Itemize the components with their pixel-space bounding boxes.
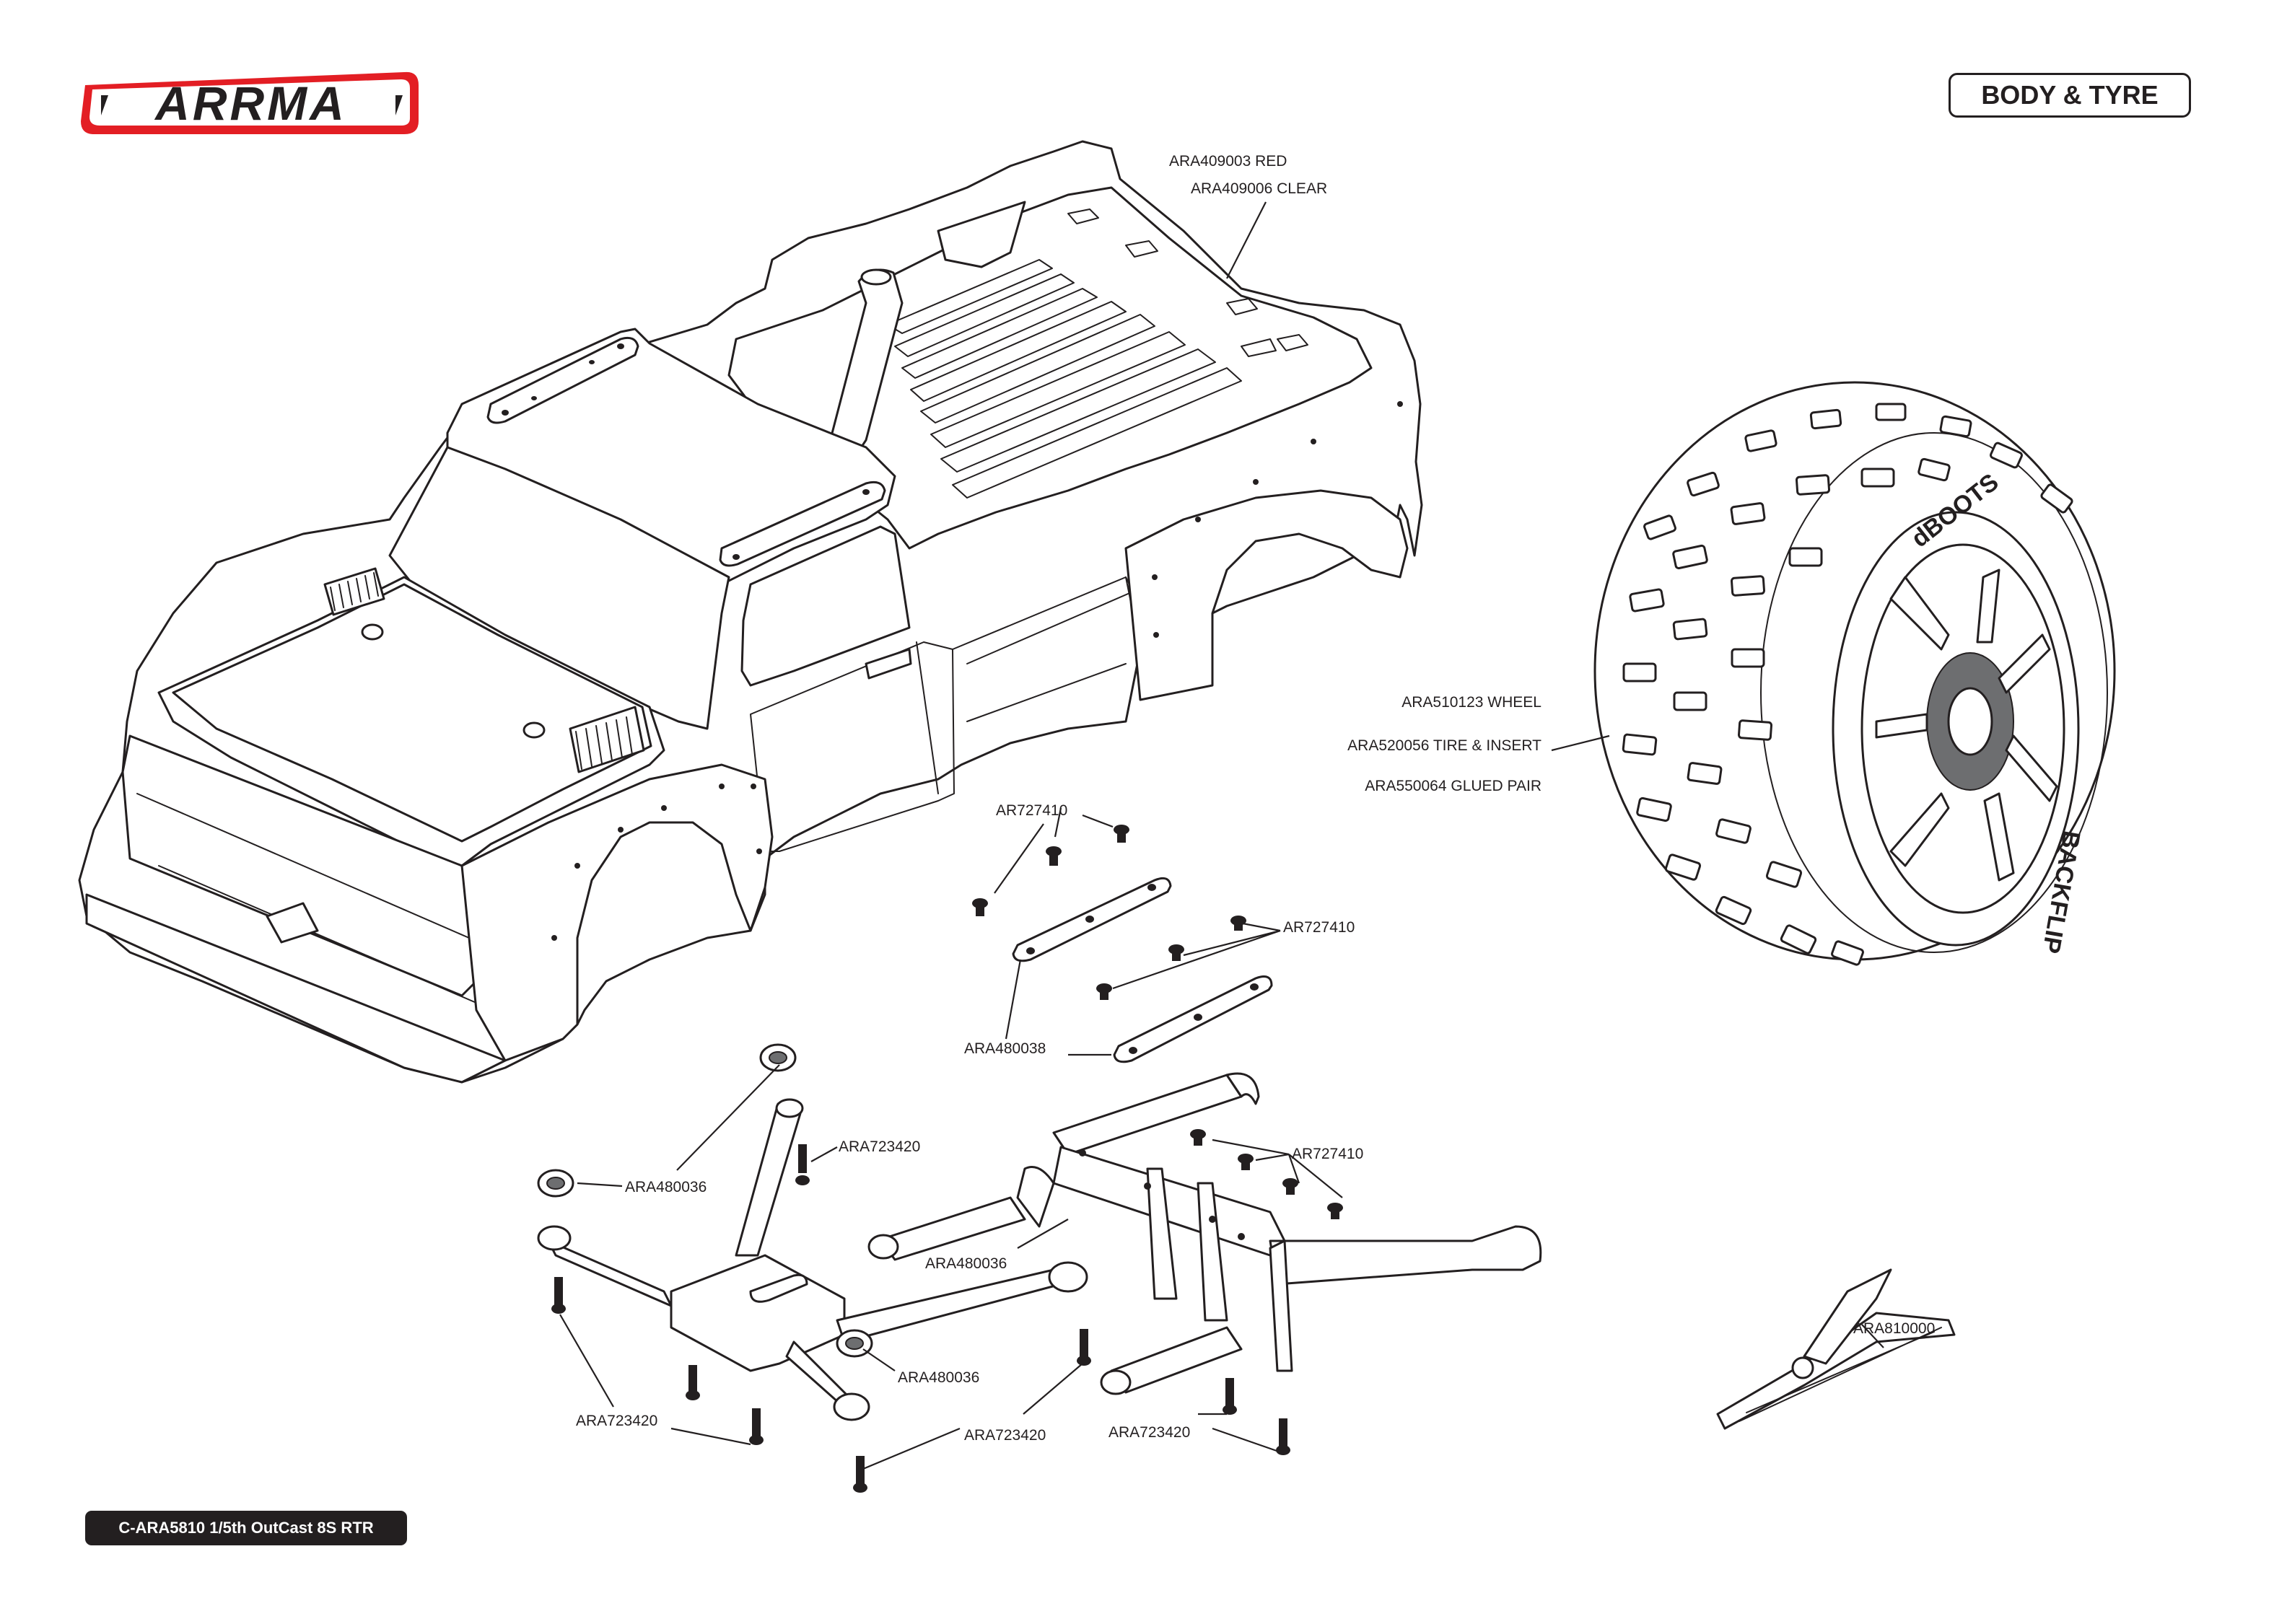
label-screw-b: AR727410: [1283, 919, 1355, 936]
tire-tread: [1622, 403, 2073, 966]
label-body-clear: ARA409006 CLEAR: [1191, 180, 1327, 197]
wheel-spokes: [1875, 569, 2058, 882]
hood-vent-right: [569, 706, 645, 773]
logo-wordmark: ARRMA: [154, 76, 347, 130]
label-post-mount-a: ARA480036: [625, 1179, 707, 1195]
label-body-red: ARA409003 RED: [1169, 153, 1287, 170]
label-cap-screw-a: ARA723420: [839, 1138, 920, 1155]
callout-labels: ARA409003 RED ARA409006 CLEAR ARA510123 …: [576, 153, 1935, 1444]
model-badge: C-ARA5810 1/5th OutCast 8S RTR: [85, 1511, 407, 1545]
label-post-mount-b: ARA480036: [925, 1255, 1007, 1272]
body-mount-plates: [1012, 877, 1273, 1063]
label-glued-pair: ARA550064 GLUED PAIR: [1365, 778, 1541, 794]
truck-body-shell: [78, 140, 1423, 1084]
body-clip-tool: [1716, 1268, 1956, 1430]
leader-lines: [559, 201, 1884, 1470]
small-screws: [972, 825, 1343, 1219]
label-tire-insert: ARA520056 TIRE & INSERT: [1347, 737, 1541, 754]
label-cap-screw-d: ARA723420: [1108, 1424, 1190, 1441]
rear-roll-cage: [867, 1072, 1542, 1395]
label-post-mount-c: ARA480036: [898, 1369, 979, 1386]
label-screw-a: AR727410: [996, 802, 1067, 819]
hood-vent-left: [323, 567, 385, 616]
label-cap-screw-b: ARA723420: [576, 1413, 657, 1429]
wheel-tire-assembly: dBOOTS BACKFLIP: [1593, 381, 2116, 966]
arrma-logo: ARRMA: [81, 71, 419, 134]
label-screw-c: AR727410: [1292, 1146, 1363, 1162]
front-body-post-assembly: [537, 1043, 1088, 1421]
label-tool: ARA810000: [1853, 1320, 1935, 1337]
section-title: BODY & TYRE: [1949, 73, 2191, 118]
label-wheel: ARA510123 WHEEL: [1401, 694, 1541, 711]
label-mount-plate: ARA480038: [964, 1040, 1046, 1057]
cap-screws: [551, 1144, 1290, 1493]
label-cap-screw-c: ARA723420: [964, 1427, 1046, 1444]
